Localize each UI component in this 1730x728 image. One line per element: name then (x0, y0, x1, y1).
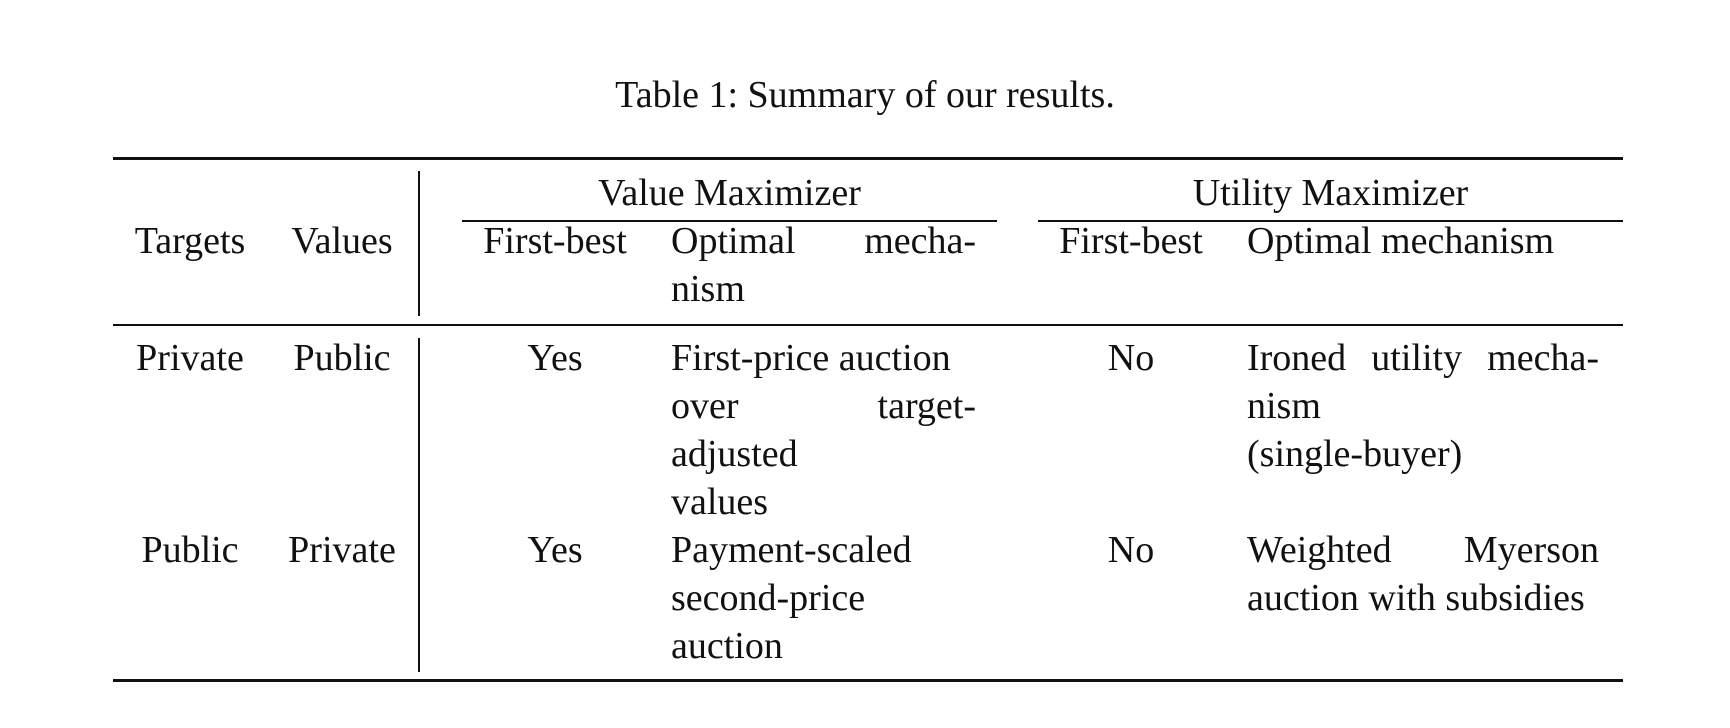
header-vm-optimal-mechanism-line2: nism (671, 268, 745, 310)
row2-um-word-weighted: Weighted (1247, 529, 1392, 571)
row2-vm-mechanism-line3: auction (671, 625, 783, 667)
row2-vm-mechanism-line2: second-price (671, 577, 866, 619)
row1-um-mechanism-line1: Ironed utility mecha- (1247, 334, 1599, 382)
header-values: Values (291, 220, 393, 262)
row1-um-mechanism-line3: (single-buyer) (1247, 433, 1463, 475)
header-vm-mecha-word: mecha- (864, 220, 976, 262)
header-vm-optimal-word: Optimal (671, 220, 796, 262)
row1-vm-mechanism-line4: values (671, 481, 769, 523)
top-rule (113, 157, 1623, 160)
header-vm-first-best: First-best (483, 220, 627, 262)
bottom-rule (113, 679, 1623, 682)
row2-vm-mechanism-line1: Payment-scaled (671, 529, 912, 571)
row2-um-mechanism-line2: auction with subsidies (1247, 577, 1585, 619)
row1-vm-mechanism-line1: First-price auction (671, 337, 951, 379)
row1-vm-word-over: over (671, 385, 739, 427)
row2-targets: Public (141, 529, 239, 571)
row1-um-first-best: No (1107, 337, 1155, 379)
header-targets: Targets (134, 220, 246, 262)
row1-targets: Private (136, 337, 244, 379)
row1-vm-mechanism-line2: over target- (671, 382, 976, 430)
row1-vm-first-best: Yes (527, 337, 583, 379)
table-caption: Table 1: Summary of our results. (615, 74, 1115, 116)
row1-values: Public (293, 337, 391, 379)
row2-values: Private (288, 529, 396, 571)
utility-maximizer-underline (1038, 220, 1623, 222)
header-vm-optimal-mechanism-line1: Optimal mecha- (671, 217, 976, 265)
header-group-value-maximizer: Value Maximizer (598, 172, 861, 214)
header-group-utility-maximizer: Utility Maximizer (1192, 172, 1469, 214)
vertical-separator-body (418, 338, 420, 672)
vertical-separator-header (418, 171, 420, 316)
header-um-first-best: First-best (1059, 220, 1203, 262)
value-maximizer-underline (462, 220, 997, 222)
row2-um-word-myerson: Myerson (1463, 529, 1599, 571)
row1-um-word-mecha: mecha- (1487, 337, 1599, 379)
row2-um-first-best: No (1107, 529, 1155, 571)
row1-um-word-ironed: Ironed (1247, 337, 1347, 379)
mid-rule (113, 324, 1623, 326)
row2-um-mechanism-line1: Weighted Myerson (1247, 526, 1599, 574)
row1-um-word-utility: utility (1371, 337, 1463, 379)
row1-um-mechanism-line2: nism (1247, 385, 1321, 427)
row2-vm-first-best: Yes (527, 529, 583, 571)
header-um-optimal-mechanism: Optimal mechanism (1247, 220, 1555, 262)
row1-vm-word-target: target- (877, 385, 976, 427)
row1-vm-mechanism-line3: adjusted (671, 433, 798, 475)
